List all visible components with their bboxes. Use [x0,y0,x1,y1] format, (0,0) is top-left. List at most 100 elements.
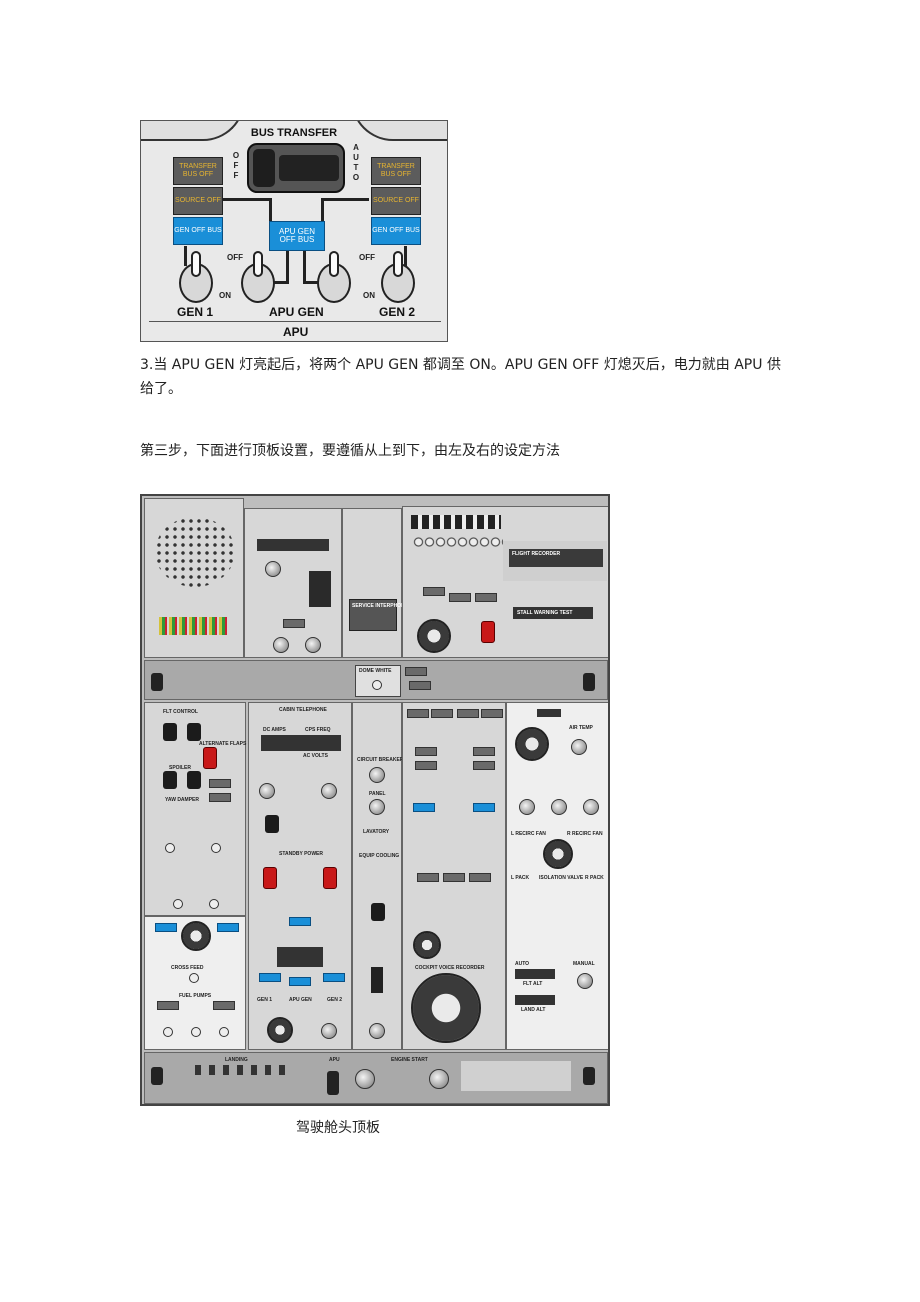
service-interphone-box: SERVICE INTERPHONE [349,599,408,631]
display-readout [257,539,329,551]
panel-latch-icon [151,1067,163,1085]
ignition-switch[interactable] [371,967,383,993]
yaw-damper-label: YAW DAMPER [165,797,199,803]
engine-start-knob-1[interactable] [355,1069,375,1089]
standby-power-label: STANDBY POWER [279,851,323,857]
annunciator-light [259,973,281,982]
isolation-valve-label: ISOLATION VALVE [539,875,584,881]
gen2-toggle-switch[interactable] [381,251,415,303]
flt-control-switch[interactable] [187,723,201,741]
panel-latch-icon [583,1067,595,1085]
red-guarded-switch[interactable] [481,621,495,643]
gen1-label: GEN 1 [177,305,214,319]
apu-start-switch[interactable] [327,1071,339,1095]
service-interphone-label: SERVICE INTERPHONE [352,603,409,609]
spoiler-switch[interactable] [187,771,201,789]
alternate-flaps-guard[interactable] [203,747,217,769]
selector-knob[interactable] [321,1023,337,1039]
meter-selector-knob[interactable] [265,561,281,577]
dome-white-switch[interactable] [372,680,382,690]
annunciator-light [473,803,495,812]
selector-switch[interactable] [165,843,175,853]
auto-label: AUTO [515,961,530,967]
annunciator-light [475,593,497,602]
annunciator-light [409,681,431,690]
voice-recorder-meter-icon [413,931,441,959]
annunciator-light [457,709,479,718]
selector-knob[interactable] [305,637,321,653]
engine-start-knob-2[interactable] [429,1069,449,1089]
fuel-pump-switch[interactable] [191,1027,201,1037]
temp-control-knob[interactable] [551,799,567,815]
landing-light-switches[interactable] [195,1065,285,1075]
generator-drive-guard[interactable] [323,867,337,889]
fuel-pump-switch[interactable] [163,1027,173,1037]
spoiler-switch[interactable] [163,771,177,789]
divider-line [149,321,441,322]
apu-switch-label: APU [329,1057,340,1063]
annunciator-light [473,747,495,756]
apu-gen-right-toggle-switch[interactable] [317,251,351,303]
overhead-rotary-dial[interactable] [417,619,451,653]
selector-switch[interactable] [173,899,183,909]
bus-transfer-title: BUS TRANSFER [250,127,338,139]
annunciator-light [469,873,491,882]
lavatory-label: LAVATORY [363,829,390,835]
overhead-panel-figure: SERVICE INTERPHONE FLIGHT RECORDER STALL… [140,494,610,1106]
generator-drive-guard[interactable] [263,867,277,889]
paragraph-step-three: 第三步，下面进行顶板设置，要遵循从上到下，由左及右的设定方法 [140,443,560,459]
wire [321,198,369,201]
flight-recorder-area: FLIGHT RECORDER [503,541,607,581]
circuit-switch-row[interactable] [411,515,501,529]
air-conditioning-panel: AIR TEMP L RECIRC FAN R RECIRC FAN L PAC… [506,702,608,1050]
temp-control-knob[interactable] [519,799,535,815]
wire [223,198,271,201]
cross-feed-switch[interactable] [189,973,199,983]
selector-knob[interactable] [273,637,289,653]
land-alt-display [515,995,555,1005]
selector-switch[interactable] [209,899,219,909]
emergency-exit-lights-switch[interactable] [371,903,385,921]
circuit-breaker-knob[interactable] [369,767,385,783]
selector-switch[interactable] [211,843,221,853]
apu-label: APU [283,325,309,339]
gen1-toggle-switch[interactable] [179,251,213,303]
flight-recorder-box: FLIGHT RECORDER [509,549,603,567]
apu-gen-mini-label: APU GEN [289,997,312,1003]
fuel-pump-switch[interactable] [219,1027,229,1037]
land-alt-label: LAND ALT [521,1007,546,1013]
air-temp-selector-knob[interactable] [571,739,587,755]
wire [184,246,187,266]
ac-meter-knob[interactable] [321,783,337,799]
selector-knob[interactable] [369,1023,385,1039]
pressurization-knob[interactable] [577,973,593,989]
paragraph-line: 3.当 APU GEN 灯亮起后，将两个 APU GEN 都调至 ON。APU … [140,357,781,373]
manual-label: MANUAL [573,961,595,967]
fuel-temp-gauge-icon [181,921,211,951]
temp-control-knob[interactable] [583,799,599,815]
keypad-block [309,571,331,607]
fuel-pumps-label: FUEL PUMPS [179,993,212,999]
dome-white-panel: DOME WHITE [355,665,401,697]
switch-knob [253,149,275,187]
toggle-lever [191,251,201,277]
knob-row[interactable] [413,537,503,547]
bottom-strip-panel: LANDING APU ENGINE START [144,1052,608,1104]
annunciator-light [209,779,231,788]
figure-caption: 驾驶舱头顶板 [296,1120,380,1136]
exterior-lights-switches[interactable] [461,1061,571,1091]
dc-meter-knob[interactable] [259,783,275,799]
bus-transfer-switch[interactable] [247,143,345,193]
apu-gen-left-toggle-switch[interactable] [241,251,275,303]
annunciator-light [481,709,503,718]
stall-warning-test-box: STALL WARNING TEST [513,607,593,619]
panel-light-knob[interactable] [369,799,385,815]
flt-control-switch[interactable] [163,723,177,741]
bus-transfer-switch-mini[interactable] [277,947,323,967]
annunciator-light [289,917,311,926]
meter-display [261,735,341,751]
battery-switch[interactable] [265,815,279,833]
